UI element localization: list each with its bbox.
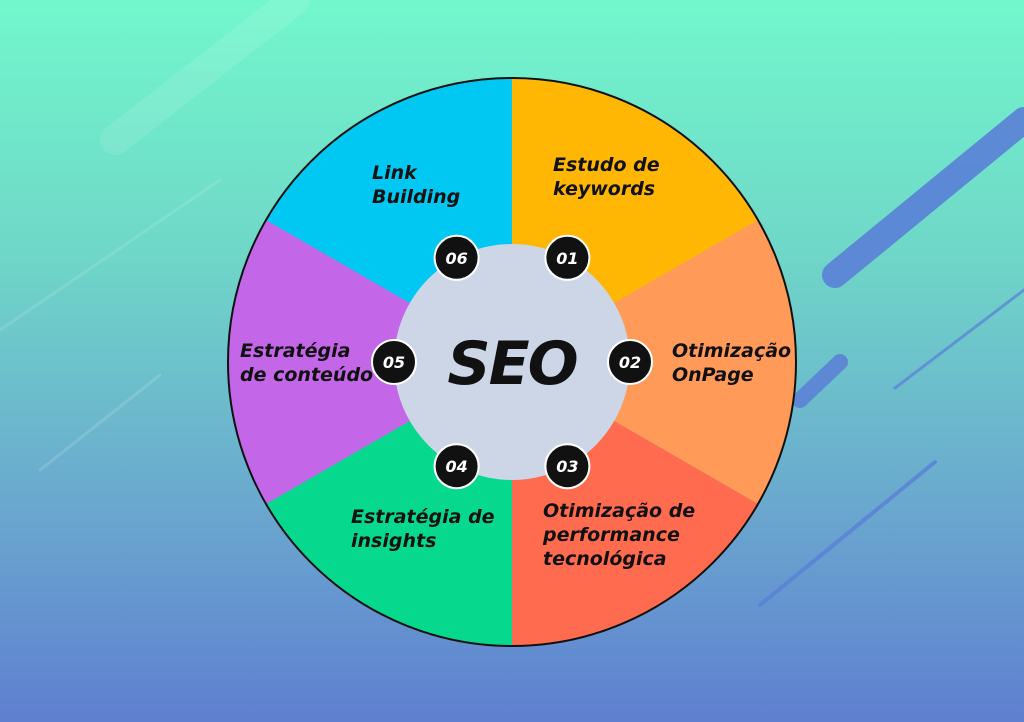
badge-circle	[433, 443, 480, 490]
badge-number: 06	[445, 249, 467, 268]
background-streak	[0, 178, 222, 332]
badge-circle	[544, 234, 591, 281]
number-badge-06: 06	[433, 234, 480, 281]
background-decoration	[0, 0, 1024, 607]
center-label: SEO	[447, 329, 576, 399]
number-badge-05: 05	[371, 339, 417, 385]
background-streak	[100, 0, 310, 155]
segment-label-line: de conteúdo	[240, 364, 373, 386]
background-streak	[38, 373, 162, 472]
segment-label-line: OnPage	[672, 364, 754, 386]
segment-label-line: Building	[372, 186, 460, 208]
number-badge-03: 03	[544, 443, 591, 490]
segment-05	[228, 220, 512, 504]
badge-number: 04	[445, 457, 467, 476]
segment-label-line: keywords	[553, 178, 655, 200]
badge-number: 03	[556, 457, 578, 476]
background-streak	[893, 288, 1024, 390]
segment-02	[512, 220, 796, 504]
background-streak	[792, 354, 848, 408]
segment-label-line: Otimização	[672, 340, 791, 362]
segment-label-line: tecnológica	[543, 548, 667, 570]
number-badge-01: 01	[544, 234, 591, 281]
wheel-outline	[227, 77, 797, 647]
center-hub	[394, 244, 630, 480]
badge-number: 02	[619, 353, 641, 372]
badge-circle	[607, 339, 653, 385]
segment-label-line: Link	[372, 162, 418, 184]
badge-number: 01	[556, 249, 578, 268]
segment-label-line: Estratégia de	[351, 506, 495, 528]
segment-label-line: Estudo de	[553, 154, 660, 176]
background-streak	[822, 107, 1024, 288]
badge-circle	[371, 339, 417, 385]
segment-label-line: insights	[351, 530, 436, 552]
badge-circle	[544, 443, 591, 490]
number-badge-04: 04	[433, 443, 480, 490]
segment-label-line: performance	[542, 524, 680, 546]
badge-circle	[433, 234, 480, 281]
background-streak	[758, 460, 937, 607]
number-badge-02: 02	[607, 339, 653, 385]
segment-label-line: Estratégia	[240, 340, 350, 362]
badge-number: 05	[383, 353, 405, 372]
segment-label-line: Otimização de	[543, 500, 695, 522]
